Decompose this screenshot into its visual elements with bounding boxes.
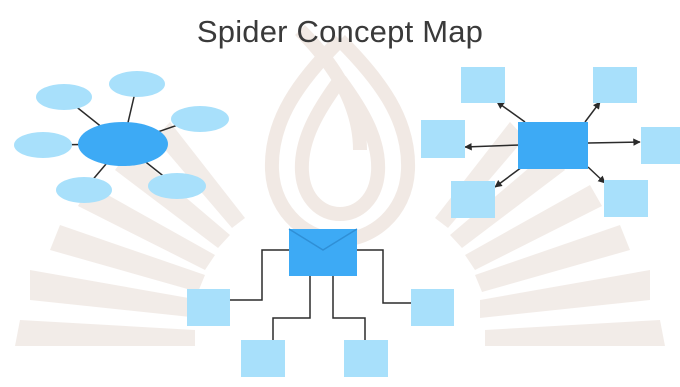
connector-arrow xyxy=(464,143,521,151)
branch-box xyxy=(593,67,637,103)
branch-ellipse xyxy=(171,106,229,132)
branch-box xyxy=(641,127,680,164)
branch-ellipse xyxy=(14,132,72,158)
envelope-flap xyxy=(288,228,358,251)
branch-box xyxy=(461,67,505,103)
branch-box xyxy=(451,181,495,218)
center-envelope xyxy=(288,228,358,276)
branch-box xyxy=(241,340,285,377)
connector-elbow xyxy=(272,275,311,340)
ellipse-spider-diagram xyxy=(14,71,229,203)
branch-ellipse xyxy=(56,177,112,203)
branch-ellipse xyxy=(148,173,206,199)
connector-elbow xyxy=(230,249,289,301)
branch-box xyxy=(344,340,388,377)
center-ellipse xyxy=(78,122,168,166)
watermark-logo xyxy=(15,25,665,346)
branch-box xyxy=(411,289,454,326)
arrow-spider-diagram xyxy=(421,67,680,218)
connector-arrow xyxy=(494,166,523,188)
arrow-spider-connectors xyxy=(464,101,641,188)
connector-arrow xyxy=(587,138,641,146)
connector-elbow xyxy=(357,249,411,304)
tree-spider-diagram xyxy=(187,228,454,377)
tree-spider-connectors xyxy=(230,249,411,340)
center-box xyxy=(518,122,588,169)
connector-arrow xyxy=(496,101,526,123)
connector-arrow xyxy=(584,101,601,123)
connector-arrow xyxy=(587,166,606,184)
branch-ellipse xyxy=(36,84,92,110)
branch-box xyxy=(604,180,648,217)
branch-box xyxy=(187,289,230,326)
branch-ellipse xyxy=(109,71,165,97)
page-title: Spider Concept Map xyxy=(196,14,484,49)
branch-box xyxy=(421,120,465,158)
connector-elbow xyxy=(332,275,366,340)
